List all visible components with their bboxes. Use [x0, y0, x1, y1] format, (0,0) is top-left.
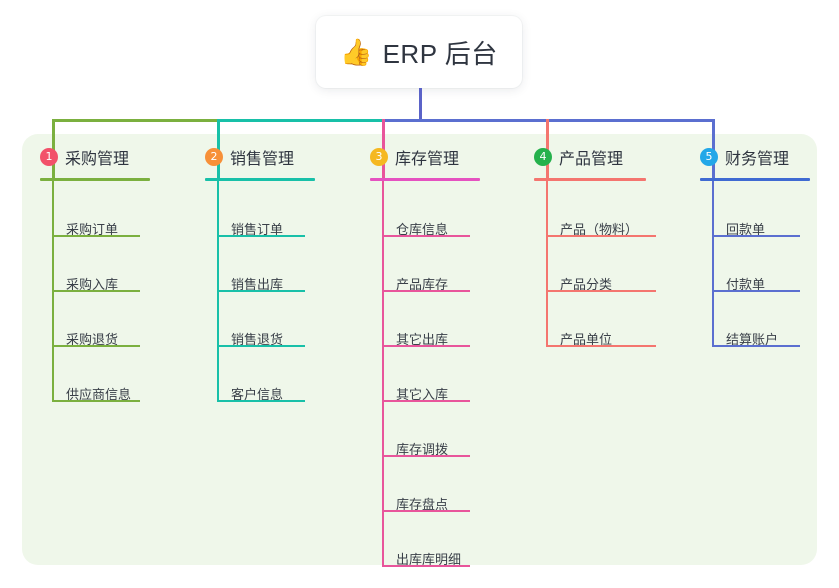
leaf-item-4-2[interactable]: 产品分类 — [560, 277, 613, 292]
leaf-rule-3-4 — [382, 400, 470, 402]
leaf-rule-1-4 — [52, 400, 140, 402]
column-title-2: 销售管理 — [230, 151, 295, 168]
leaf-rule-3-7 — [382, 565, 470, 567]
leaf-item-3-1[interactable]: 仓库信息 — [396, 222, 449, 237]
bus-segment-2 — [217, 119, 385, 122]
leaf-rule-3-2 — [382, 290, 470, 292]
leaf-item-3-3[interactable]: 其它出库 — [396, 332, 449, 347]
column-title-3: 库存管理 — [395, 151, 460, 168]
column-badge-1: 1 — [40, 148, 58, 166]
leaf-item-3-7[interactable]: 出库库明细 — [396, 552, 462, 567]
column-header-1[interactable]: 1 采购管理 — [40, 145, 129, 169]
leaf-rule-4-1 — [546, 235, 656, 237]
column-title-5: 财务管理 — [725, 151, 790, 168]
columns-panel — [22, 134, 817, 565]
leaf-rule-3-3 — [382, 345, 470, 347]
leaf-rule-5-2 — [712, 290, 800, 292]
column-spine-4 — [546, 181, 548, 345]
leaf-item-3-4[interactable]: 其它入库 — [396, 387, 449, 402]
column-spine-3 — [382, 181, 384, 565]
leaf-rule-5-3 — [712, 345, 800, 347]
leaf-rule-3-6 — [382, 510, 470, 512]
leaf-rule-1-3 — [52, 345, 140, 347]
column-badge-2: 2 — [205, 148, 223, 166]
leaf-item-3-5[interactable]: 库存调拨 — [396, 442, 449, 457]
leaf-rule-1-1 — [52, 235, 140, 237]
column-rule-3 — [370, 178, 480, 181]
leaf-item-2-2[interactable]: 销售出库 — [231, 277, 284, 292]
column-title-1: 采购管理 — [65, 151, 130, 168]
trunk-line — [419, 88, 422, 122]
leaf-rule-2-4 — [217, 400, 305, 402]
leaf-item-1-1[interactable]: 采购订单 — [66, 222, 119, 237]
root-node-card[interactable]: 👍 ERP 后台 — [316, 16, 522, 88]
column-header-3[interactable]: 3 库存管理 — [370, 145, 459, 169]
leaf-item-4-1[interactable]: 产品（物料） — [560, 222, 639, 237]
column-badge-4: 4 — [534, 148, 552, 166]
leaf-rule-3-5 — [382, 455, 470, 457]
leaf-item-2-4[interactable]: 客户信息 — [231, 387, 284, 402]
leaf-item-5-3[interactable]: 结算账户 — [726, 332, 779, 347]
leaf-item-3-6[interactable]: 库存盘点 — [396, 497, 449, 512]
bus-segment-1 — [52, 119, 220, 122]
leaf-item-2-3[interactable]: 销售退货 — [231, 332, 284, 347]
leaf-rule-4-2 — [546, 290, 656, 292]
leaf-item-1-2[interactable]: 采购入库 — [66, 277, 119, 292]
leaf-item-5-2[interactable]: 付款单 — [726, 277, 766, 292]
column-rule-2 — [205, 178, 315, 181]
column-header-5[interactable]: 5 财务管理 — [700, 145, 789, 169]
leaf-rule-1-2 — [52, 290, 140, 292]
leaf-rule-2-1 — [217, 235, 305, 237]
column-badge-3: 3 — [370, 148, 388, 166]
leaf-item-1-4[interactable]: 供应商信息 — [66, 387, 132, 402]
leaf-item-3-2[interactable]: 产品库存 — [396, 277, 449, 292]
column-header-2[interactable]: 2 销售管理 — [205, 145, 294, 169]
column-rule-5 — [700, 178, 810, 181]
leaf-rule-2-2 — [217, 290, 305, 292]
column-spine-5 — [712, 181, 714, 345]
leaf-item-2-1[interactable]: 销售订单 — [231, 222, 284, 237]
leaf-rule-2-3 — [217, 345, 305, 347]
column-rule-1 — [40, 178, 150, 181]
root-node-title: ERP 后台 — [382, 38, 498, 69]
leaf-rule-4-3 — [546, 345, 656, 347]
column-badge-5: 5 — [700, 148, 718, 166]
leaf-item-1-3[interactable]: 采购退货 — [66, 332, 119, 347]
column-title-4: 产品管理 — [559, 151, 624, 168]
column-rule-4 — [534, 178, 646, 181]
column-header-4[interactable]: 4 产品管理 — [534, 145, 623, 169]
leaf-rule-5-1 — [712, 235, 800, 237]
leaf-rule-3-1 — [382, 235, 470, 237]
leaf-item-5-1[interactable]: 回款单 — [726, 222, 766, 237]
leaf-item-4-3[interactable]: 产品单位 — [560, 332, 613, 347]
thumbs-up-icon: 👍 — [340, 37, 373, 67]
